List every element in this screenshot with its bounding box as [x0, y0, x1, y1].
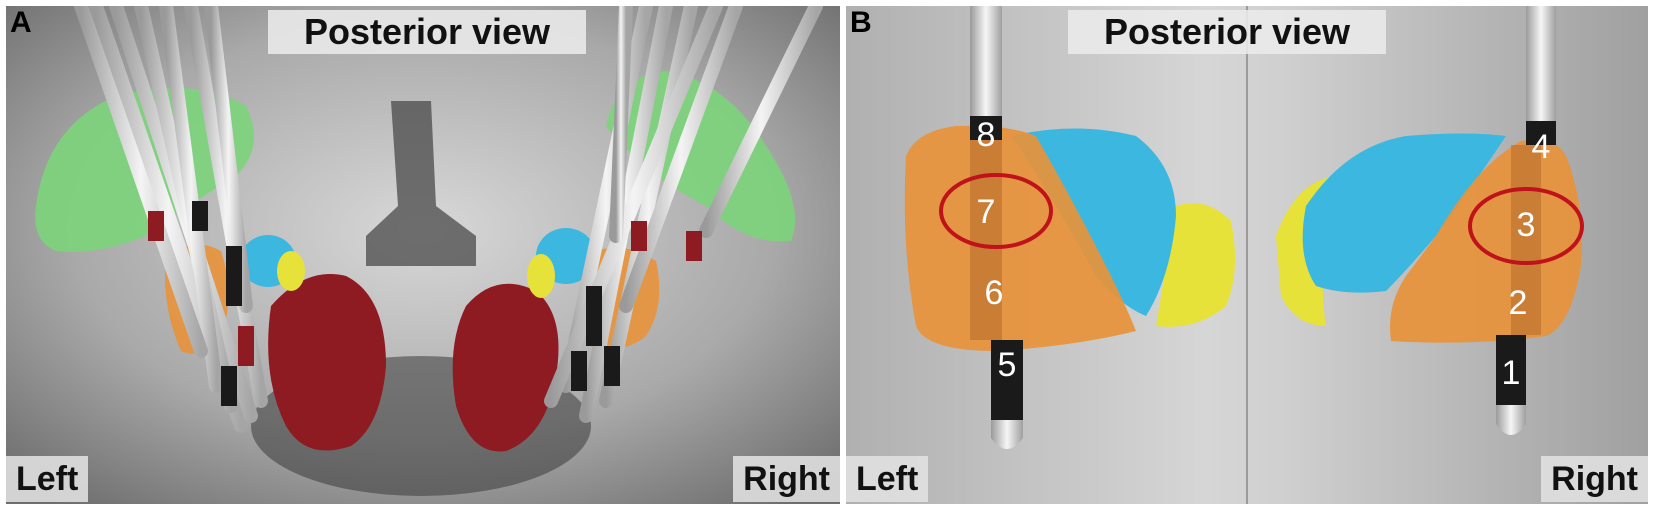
- panel-a-right-label: Right: [733, 456, 840, 502]
- contact-label: 1: [1501, 354, 1521, 392]
- panel-b: B Posterior view 8 7 6 5 4 3 2 1 Left Ri…: [846, 6, 1648, 504]
- panel-b-letter: B: [850, 6, 872, 39]
- left-electrode-bundle: [74, 6, 268, 433]
- contact-label: 5: [997, 346, 1017, 384]
- right-electrode-bundle: [544, 6, 823, 423]
- panel-a-title: Posterior view: [268, 10, 586, 54]
- highlight-ring-right: [1468, 187, 1584, 265]
- panel-b-left-label: Left: [846, 456, 929, 502]
- panel-a-letter: A: [10, 6, 32, 39]
- blue-structure-right: [1302, 133, 1506, 293]
- panel-a-scene: [6, 6, 840, 504]
- contact-label: 3: [1516, 206, 1536, 244]
- yellow-structure-left: [1156, 203, 1235, 327]
- contact-label: 4: [1531, 128, 1551, 166]
- panel-b-right-label: Right: [1541, 456, 1648, 502]
- green-structure-right: [606, 71, 796, 242]
- ventricle: [366, 101, 476, 266]
- red-structure-left: [268, 274, 386, 451]
- red-structure-right: [452, 283, 559, 452]
- panel-a: A Posterior view Left Right: [6, 6, 840, 504]
- contact-label: 6: [984, 274, 1004, 312]
- panel-a-left-label: Left: [6, 456, 89, 502]
- left-electrode: [970, 6, 1023, 449]
- yellow-structure-right: [527, 254, 555, 298]
- right-electrode: [1496, 6, 1556, 435]
- panel-b-scene: [846, 6, 1648, 504]
- contact-label: 8: [976, 116, 996, 154]
- contact-label: 7: [976, 193, 996, 231]
- panel-b-title: Posterior view: [1068, 10, 1386, 54]
- contact-label: 2: [1508, 284, 1528, 322]
- yellow-structure-left: [277, 251, 305, 291]
- highlight-ring-left: [939, 173, 1053, 249]
